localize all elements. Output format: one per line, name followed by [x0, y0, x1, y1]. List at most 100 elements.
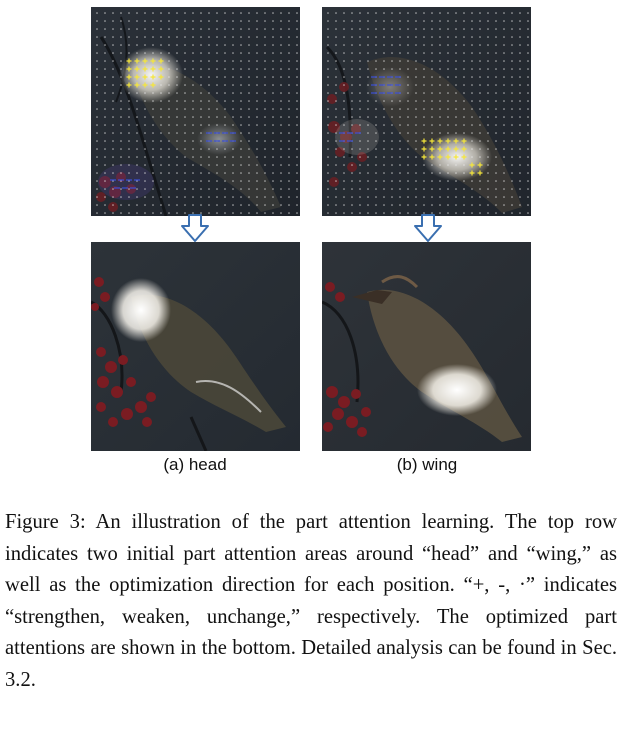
grid-dot: [296, 100, 298, 102]
grid-dot: [112, 180, 114, 182]
grid-dot: [351, 156, 353, 158]
grid-dot: [495, 12, 497, 14]
grid-dot: [184, 196, 186, 198]
grid-dot: [144, 180, 146, 182]
grid-dot: [120, 180, 122, 182]
grid-dot: [120, 68, 122, 70]
grid-dot: [439, 84, 441, 86]
grid-dot: [391, 148, 393, 150]
grid-dot: [96, 124, 98, 126]
grid-dot: [136, 100, 138, 102]
grid-dot: [216, 188, 218, 190]
grid-dot: [200, 76, 202, 78]
grid-dot: [200, 44, 202, 46]
grid-dot: [144, 172, 146, 174]
plus-marker: [453, 138, 459, 144]
minus-markers-a: [110, 132, 236, 189]
grid-dot: [120, 92, 122, 94]
grid-dot: [375, 52, 377, 54]
grid-dot: [144, 212, 146, 214]
grid-dot: [192, 188, 194, 190]
grid-dot: [527, 156, 529, 158]
grid-dot: [288, 68, 290, 70]
grid-dot: [423, 212, 425, 214]
grid-dot: [335, 84, 337, 86]
grid-dot: [359, 108, 361, 110]
grid-dot: [343, 148, 345, 150]
grid-dot: [160, 124, 162, 126]
grid-dot: [136, 36, 138, 38]
grid-dot: [447, 196, 449, 198]
grid-dot: [343, 196, 345, 198]
grid-dot: [168, 148, 170, 150]
grid-dot: [176, 132, 178, 134]
grid-dot: [192, 148, 194, 150]
grid-dot: [391, 36, 393, 38]
grid-dot: [367, 116, 369, 118]
grid-dot: [495, 180, 497, 182]
grid-dot: [232, 76, 234, 78]
plus-marker: [437, 138, 443, 144]
grid-dot: [264, 188, 266, 190]
grid-dot: [192, 124, 194, 126]
grid-dot: [232, 204, 234, 206]
grid-dot: [256, 124, 258, 126]
grid-dot: [240, 188, 242, 190]
grid-dot: [439, 44, 441, 46]
grid-dot: [391, 28, 393, 30]
grid-dot: [192, 116, 194, 118]
grid-dot: [399, 180, 401, 182]
grid-dot: [415, 28, 417, 30]
grid-dot: [192, 44, 194, 46]
grid-dot: [232, 108, 234, 110]
grid-dot: [96, 164, 98, 166]
grid-dot: [280, 140, 282, 142]
grid-dot: [152, 92, 154, 94]
grid-dot: [192, 132, 194, 134]
grid-dot: [144, 204, 146, 206]
grid-dot: [511, 44, 513, 46]
grid-dot: [383, 60, 385, 62]
grid-dot: [144, 44, 146, 46]
grid-dot: [471, 204, 473, 206]
grid-dot: [272, 12, 274, 14]
grid-dot: [375, 20, 377, 22]
grid-dot: [367, 156, 369, 158]
grid-dot: [503, 36, 505, 38]
grid-dot: [168, 20, 170, 22]
grid-dot: [503, 212, 505, 214]
grid-dot: [327, 204, 329, 206]
grid-dot: [439, 212, 441, 214]
grid-dot: [280, 180, 282, 182]
grid-dot: [112, 100, 114, 102]
grid-dot: [192, 60, 194, 62]
grid-dot: [256, 204, 258, 206]
grid-dot: [240, 116, 242, 118]
grid-dot: [455, 36, 457, 38]
grid-dot: [128, 196, 130, 198]
grid-dot: [487, 124, 489, 126]
plus-marker: [126, 82, 132, 88]
grid-dot: [112, 188, 114, 190]
grid-dot: [240, 12, 242, 14]
grid-dot: [216, 124, 218, 126]
grid-dot: [415, 180, 417, 182]
grid-dot: [359, 20, 361, 22]
grid-dot: [391, 124, 393, 126]
grid-dot: [152, 28, 154, 30]
grid-dot: [519, 52, 521, 54]
grid-dot: [232, 196, 234, 198]
grid-dot: [399, 212, 401, 214]
grid-dot: [351, 212, 353, 214]
grid-dot: [232, 100, 234, 102]
grid-dot: [104, 84, 106, 86]
grid-dot: [96, 116, 98, 118]
grid-dot: [256, 52, 258, 54]
grid-dot: [479, 60, 481, 62]
grid-dot: [327, 188, 329, 190]
grid-dot: [463, 12, 465, 14]
grid-dot: [327, 20, 329, 22]
grid-dot: [471, 84, 473, 86]
grid-dot: [431, 84, 433, 86]
grid-dot: [144, 92, 146, 94]
